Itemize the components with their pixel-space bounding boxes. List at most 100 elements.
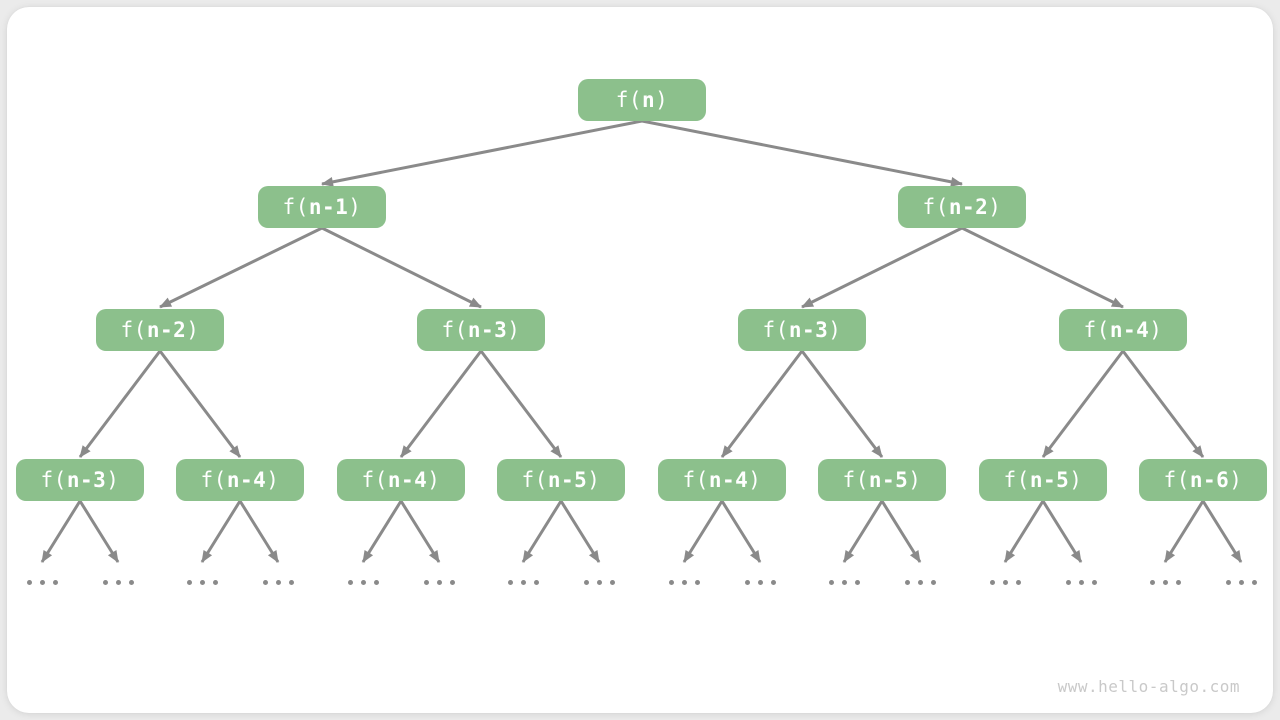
watermark-text: www.hello-algo.com: [1057, 677, 1240, 696]
tree-node-l4-e: f(n-4): [658, 459, 786, 501]
node-label-pre: f(: [1163, 468, 1190, 492]
dot-icon: [1176, 580, 1181, 585]
node-label-arg: n-2: [146, 318, 187, 342]
node-label-pre: f(: [282, 195, 309, 219]
tree-node-l3-b: f(n-3): [417, 309, 545, 351]
dot-icon: [1016, 580, 1021, 585]
node-label-arg: n: [641, 88, 656, 112]
node-label-pre: f(: [120, 318, 147, 342]
ellipsis-dots-dots-b-l: [187, 580, 218, 585]
node-label-arg: n-5: [547, 468, 588, 492]
node-label-pre: f(: [615, 88, 642, 112]
node-label-post: ): [908, 468, 922, 492]
dot-icon: [584, 580, 589, 585]
tree-node-l4-a: f(n-3): [16, 459, 144, 501]
dot-icon: [829, 580, 834, 585]
node-label-post: ): [748, 468, 762, 492]
dot-icon: [918, 580, 923, 585]
tree-node-l3-a: f(n-2): [96, 309, 224, 351]
dot-icon: [200, 580, 205, 585]
node-label-arg: n-3: [788, 318, 829, 342]
node-label-arg: n-1: [308, 195, 349, 219]
dot-icon: [276, 580, 281, 585]
tree-node-l2-b: f(n-2): [898, 186, 1026, 228]
dot-icon: [669, 580, 674, 585]
dot-icon: [990, 580, 995, 585]
dot-icon: [1092, 580, 1097, 585]
tree-node-l4-h: f(n-6): [1139, 459, 1267, 501]
node-label-pre: f(: [1083, 318, 1110, 342]
node-label-pre: f(: [521, 468, 548, 492]
dot-icon: [1079, 580, 1084, 585]
node-label-arg: n-6: [1189, 468, 1230, 492]
node-label-post: ): [655, 88, 669, 112]
tree-node-l4-b: f(n-4): [176, 459, 304, 501]
ellipsis-dots-dots-g-r: [1066, 580, 1097, 585]
dot-icon: [289, 580, 294, 585]
node-label-arg: n-5: [1029, 468, 1070, 492]
node-label-arg: n-3: [66, 468, 107, 492]
dot-icon: [1239, 580, 1244, 585]
tree-node-l4-c: f(n-4): [337, 459, 465, 501]
dot-icon: [1226, 580, 1231, 585]
node-label-arg: n-3: [467, 318, 508, 342]
ellipsis-dots-dots-d-l: [508, 580, 539, 585]
dot-icon: [263, 580, 268, 585]
tree-node-l3-d: f(n-4): [1059, 309, 1187, 351]
dot-icon: [1163, 580, 1168, 585]
dot-icon: [597, 580, 602, 585]
dot-icon: [116, 580, 121, 585]
ellipsis-dots-dots-c-r: [424, 580, 455, 585]
dot-icon: [508, 580, 513, 585]
node-label-arg: n-4: [708, 468, 749, 492]
node-label-pre: f(: [842, 468, 869, 492]
dot-icon: [1066, 580, 1071, 585]
dot-icon: [348, 580, 353, 585]
dot-icon: [1003, 580, 1008, 585]
ellipsis-dots-dots-h-r: [1226, 580, 1257, 585]
node-label-post: ): [106, 468, 120, 492]
node-label-pre: f(: [1003, 468, 1030, 492]
ellipsis-dots-dots-b-r: [263, 580, 294, 585]
ellipsis-dots-dots-e-l: [669, 580, 700, 585]
node-label-pre: f(: [762, 318, 789, 342]
tree-node-l4-g: f(n-5): [979, 459, 1107, 501]
node-label-arg: n-5: [868, 468, 909, 492]
dot-icon: [53, 580, 58, 585]
dot-icon: [187, 580, 192, 585]
ellipsis-dots-dots-a-l: [27, 580, 58, 585]
node-label-pre: f(: [200, 468, 227, 492]
dot-icon: [213, 580, 218, 585]
dot-icon: [931, 580, 936, 585]
tree-node-l4-d: f(n-5): [497, 459, 625, 501]
node-label-pre: f(: [922, 195, 949, 219]
node-label-post: ): [988, 195, 1002, 219]
dot-icon: [745, 580, 750, 585]
dot-icon: [521, 580, 526, 585]
node-label-pre: f(: [682, 468, 709, 492]
ellipsis-dots-dots-f-r: [905, 580, 936, 585]
node-label-pre: f(: [40, 468, 67, 492]
dot-icon: [771, 580, 776, 585]
node-label-post: ): [1229, 468, 1243, 492]
node-label-arg: n-4: [387, 468, 428, 492]
node-label-post: ): [1069, 468, 1083, 492]
dot-icon: [27, 580, 32, 585]
node-label-post: ): [427, 468, 441, 492]
dot-icon: [129, 580, 134, 585]
node-label-post: ): [348, 195, 362, 219]
dot-icon: [682, 580, 687, 585]
node-label-arg: n-2: [948, 195, 989, 219]
dot-icon: [40, 580, 45, 585]
dot-icon: [374, 580, 379, 585]
dot-icon: [610, 580, 615, 585]
dot-icon: [842, 580, 847, 585]
node-label-post: ): [828, 318, 842, 342]
node-label-arg: n-4: [226, 468, 267, 492]
dot-icon: [695, 580, 700, 585]
node-label-pre: f(: [441, 318, 468, 342]
dot-icon: [361, 580, 366, 585]
dot-icon: [534, 580, 539, 585]
ellipsis-dots-dots-d-r: [584, 580, 615, 585]
dot-icon: [450, 580, 455, 585]
